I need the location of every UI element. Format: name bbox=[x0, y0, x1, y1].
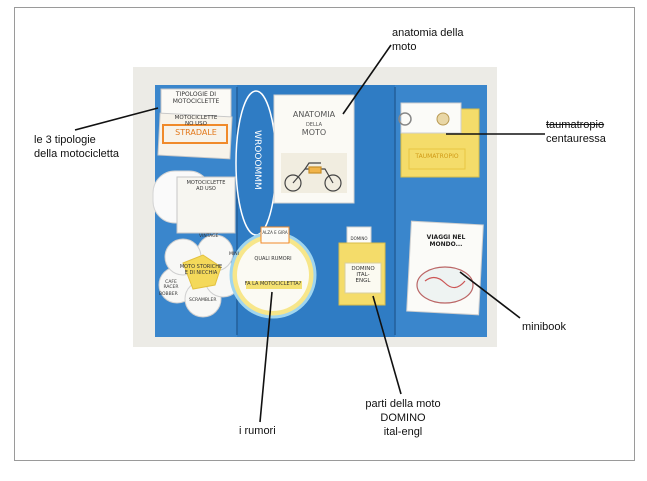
petal-label: VINTAGE bbox=[199, 234, 219, 239]
minibook-title-text: VIAGGI NEL MONDO... bbox=[426, 234, 466, 248]
annotation-rumori: i rumori bbox=[239, 425, 276, 437]
petal-label: BOBBER bbox=[159, 292, 178, 297]
lapbook-illustration bbox=[133, 67, 497, 347]
stradale-text: STRADALE bbox=[175, 128, 217, 137]
wheel-text-1: QUALI RUMORI bbox=[254, 256, 292, 262]
motociclette-ad-uso-card bbox=[176, 176, 236, 234]
domino-tab-text: DOMINO bbox=[350, 236, 368, 241]
petal-label: SCRAMBLER bbox=[189, 298, 217, 303]
wheel-tab-text: ALZA E GIRA bbox=[262, 230, 288, 235]
wheel-text-2: FA LA MOTOCICLETTA? bbox=[244, 281, 302, 287]
motorcycle-drawing bbox=[284, 162, 342, 192]
annotation-minibook: minibook bbox=[522, 321, 567, 333]
taumatropio-label: TAUMATROPIO bbox=[415, 153, 459, 160]
petal-label: CAFE RACER bbox=[163, 280, 179, 290]
petal-label: MINI bbox=[229, 252, 239, 257]
